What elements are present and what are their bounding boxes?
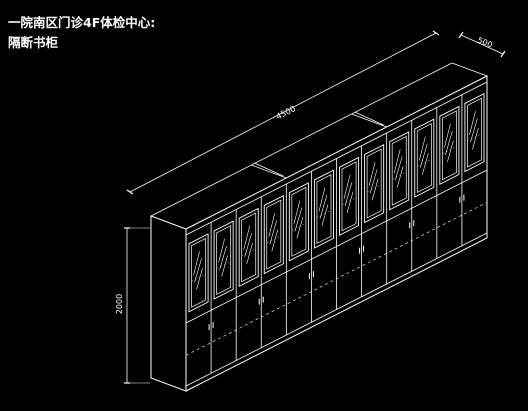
glass-pane	[366, 148, 382, 219]
module-top-joint	[251, 164, 287, 179]
bookcase-partition	[150, 62, 488, 392]
depth-dimension-line	[460, 34, 504, 55]
cabinet-top-back-edge	[150, 62, 453, 217]
glass-pane	[416, 123, 432, 194]
glass-shelf-dashed	[467, 133, 482, 142]
glass-reflection	[422, 153, 429, 175]
depth-dimension-tick	[500, 50, 506, 58]
glass-reflection	[396, 166, 404, 188]
length-dimension-line	[129, 32, 437, 193]
glass-pane	[241, 212, 257, 283]
glass-shelf-dashed	[241, 248, 256, 257]
glass-shelf-dashed	[216, 261, 231, 269]
module-top-joint	[351, 113, 387, 128]
cabinet-top-right-edge	[451, 62, 488, 77]
drawing-title: 一院南区门诊4F体检中心:	[8, 15, 155, 30]
glass-reflection	[293, 200, 301, 225]
glass-reflection	[271, 229, 279, 252]
glass-pane	[467, 97, 482, 168]
dimension-lines	[124, 30, 506, 384]
glass-pane	[291, 186, 307, 257]
glass-reflection	[318, 187, 326, 212]
glass-reflection	[196, 268, 203, 290]
glass-door-frame	[263, 194, 284, 275]
glass-door-frame	[339, 156, 360, 236]
glass-door-frame	[364, 143, 385, 224]
drawing-subtitle: 隔断书柜	[8, 35, 59, 50]
glass-reflection	[344, 181, 353, 206]
glass-pane	[441, 110, 457, 181]
length-dimension-tick	[432, 30, 440, 36]
glass-reflection	[193, 251, 200, 276]
glass-shelf-dashed	[191, 273, 206, 282]
glass-reflection	[343, 174, 351, 199]
glass-pane	[216, 225, 232, 296]
cabinet-side-face	[150, 215, 187, 392]
module-top-joint	[254, 162, 284, 177]
glass-pane	[266, 199, 282, 270]
glass-reflection	[371, 178, 379, 201]
glass-shelf-dashed	[442, 146, 457, 155]
glass-door-frame	[389, 131, 410, 211]
glass-reflection	[444, 123, 451, 148]
depth-dimension-tick	[458, 31, 464, 39]
height-dimension-label: 2000	[115, 294, 124, 314]
glass-reflection	[296, 217, 304, 239]
glass-door-frame	[238, 207, 259, 287]
glass-reflection	[368, 162, 376, 187]
glass-reflection	[346, 191, 354, 214]
length-dimension-tick	[126, 189, 134, 195]
glass-reflection	[445, 130, 453, 155]
glass-reflection	[269, 220, 278, 245]
glass-shelf-dashed	[316, 210, 332, 218]
glass-reflection	[244, 232, 252, 257]
glass-pane	[316, 174, 332, 245]
glass-door-frame	[313, 169, 334, 249]
glass-reflection	[294, 207, 303, 232]
glass-shelf-dashed	[291, 222, 307, 231]
glass-reflection	[243, 225, 250, 250]
glass-reflection	[470, 118, 478, 143]
glass-door-frame	[414, 118, 435, 198]
glass-door-frame	[188, 233, 209, 313]
glass-reflection	[472, 127, 479, 150]
glass-shelf-dashed	[417, 159, 432, 167]
glass-reflection	[194, 258, 202, 283]
glass-reflection	[219, 245, 227, 270]
glass-shelf-dashed	[266, 235, 281, 244]
glass-door-frame	[464, 92, 485, 173]
glass-reflection	[246, 242, 253, 265]
glass-reflection	[268, 213, 276, 238]
glass-door-frame	[439, 105, 460, 185]
glass-pane	[191, 237, 206, 308]
module-top-joint	[354, 111, 384, 126]
glass-door-frame	[288, 182, 309, 262]
glass-reflection	[420, 143, 428, 168]
glass-pane	[341, 161, 357, 232]
glass-reflection	[469, 111, 476, 136]
glass-reflection	[394, 156, 403, 181]
glass-reflection	[321, 204, 329, 226]
glass-reflection	[447, 140, 454, 163]
glass-reflection	[393, 149, 401, 174]
glass-reflection	[419, 136, 426, 161]
glass-door-frame	[213, 220, 234, 300]
glass-shelf-dashed	[392, 171, 407, 180]
glass-shelf-dashed	[366, 184, 382, 193]
glass-reflection	[221, 255, 228, 277]
glass-pane	[391, 135, 407, 206]
glass-reflection	[369, 169, 378, 194]
glass-reflection	[218, 238, 225, 263]
glass-reflection	[319, 194, 328, 219]
glass-shelf-dashed	[341, 197, 357, 206]
